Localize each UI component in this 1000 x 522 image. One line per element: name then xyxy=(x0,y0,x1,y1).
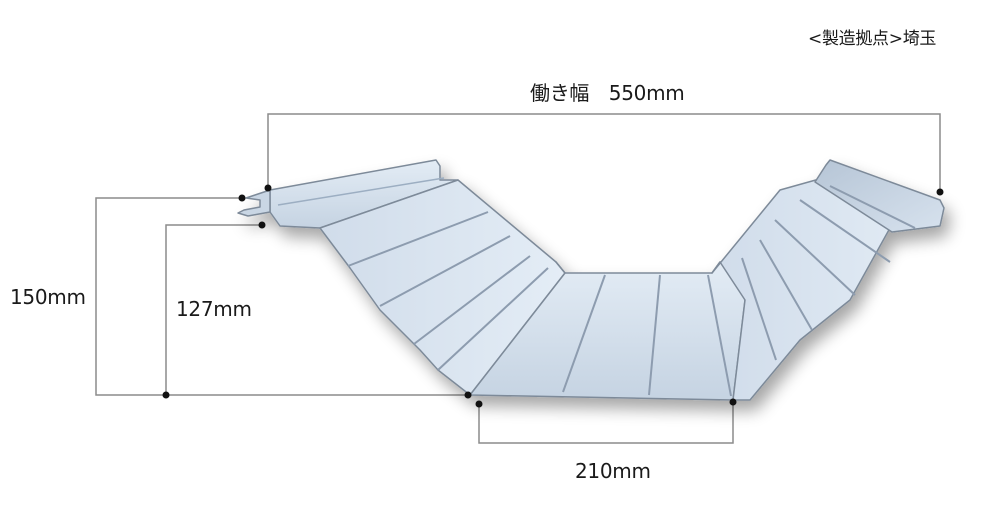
rib-height-bracket xyxy=(165,224,262,395)
dot-height150-bottom xyxy=(464,391,472,399)
rib-height-label: 127mm xyxy=(176,297,252,321)
dot-bottom-right xyxy=(729,398,737,406)
dot-height150-top xyxy=(238,194,246,202)
left-flange-crease xyxy=(277,177,445,206)
dot-bottom-left xyxy=(475,400,483,408)
dimension-dots xyxy=(162,184,944,408)
total-height-label: 150mm xyxy=(10,285,86,309)
left-web-ribs xyxy=(347,211,549,371)
roof-panel-profile xyxy=(237,159,945,401)
working-width-bracket xyxy=(267,113,941,192)
total-height-bracket xyxy=(95,197,468,396)
bottom-width-label: 210mm xyxy=(575,459,651,483)
dot-width-left xyxy=(264,184,272,192)
right-web-ribs xyxy=(741,185,916,361)
bottom-ribs xyxy=(562,274,732,397)
working-width-label: 働き幅 550mm xyxy=(530,81,685,105)
dot-height127-top xyxy=(258,221,266,229)
dot-height127-bottom xyxy=(162,391,170,399)
bottom-width-bracket xyxy=(478,402,734,444)
dot-width-right xyxy=(936,188,944,196)
dimension-lines xyxy=(95,113,941,444)
manufacturing-location-note: <製造拠点>埼玉 xyxy=(808,29,937,49)
